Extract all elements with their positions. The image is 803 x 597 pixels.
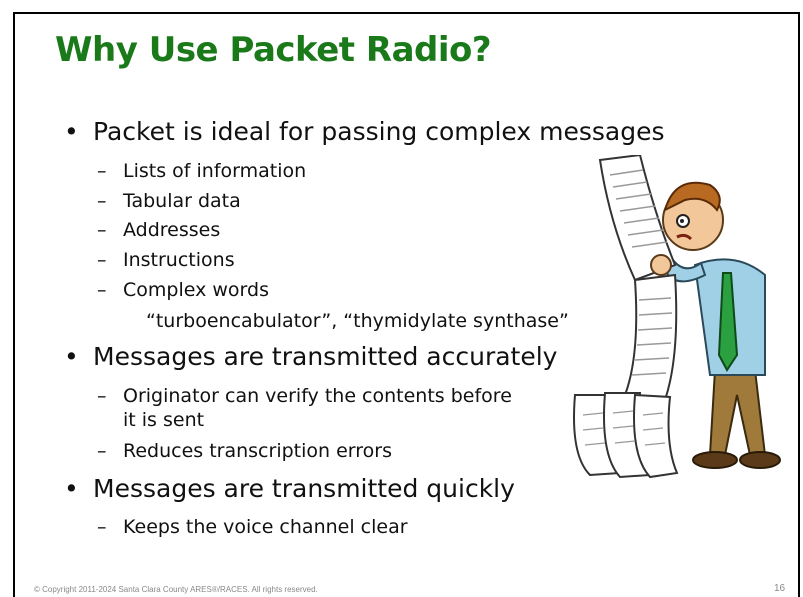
dash-icon: – bbox=[97, 219, 107, 241]
dash-icon: – bbox=[97, 516, 107, 538]
bullet-icon: • bbox=[64, 342, 79, 371]
bullet-text: Packet is ideal for passing complex mess… bbox=[93, 117, 665, 146]
sub-bullet-text: Keeps the voice channel clear bbox=[123, 516, 408, 538]
copyright-footer: © Copyright 2011-2024 Santa Clara County… bbox=[34, 585, 318, 594]
bullet-text: Messages are transmitted quickly bbox=[93, 474, 515, 503]
sub-bullet-text: Reduces transcription errors bbox=[123, 440, 392, 462]
dash-icon: – bbox=[97, 190, 107, 212]
dash-icon: – bbox=[97, 385, 107, 407]
bullet-icon: • bbox=[64, 117, 79, 146]
slide-title: Why Use Packet Radio? bbox=[55, 30, 492, 70]
sub-bullet-text: Tabular data bbox=[123, 190, 241, 212]
dash-icon: – bbox=[97, 279, 107, 301]
sub-bullet-text: Complex words bbox=[123, 279, 269, 301]
sub-bullet-continuation: it is sent bbox=[123, 409, 205, 431]
man-reading-long-scroll-icon bbox=[573, 155, 781, 479]
dash-icon: – bbox=[97, 440, 107, 462]
slide-frame bbox=[13, 12, 800, 597]
bullet-icon: • bbox=[64, 474, 79, 503]
sub-bullet-text: Lists of information bbox=[123, 160, 307, 182]
page-number: 16 bbox=[774, 583, 786, 594]
sub-bullet-text: Instructions bbox=[123, 249, 235, 271]
dash-icon: – bbox=[97, 249, 107, 271]
example-words: “turboencabulator”, “thymidylate synthas… bbox=[146, 310, 569, 332]
bullet-text: Messages are transmitted accurately bbox=[93, 342, 558, 371]
sub-bullet-text: Addresses bbox=[123, 219, 221, 241]
sub-bullet-text: Originator can verify the contents befor… bbox=[123, 385, 512, 407]
dash-icon: – bbox=[97, 160, 107, 182]
